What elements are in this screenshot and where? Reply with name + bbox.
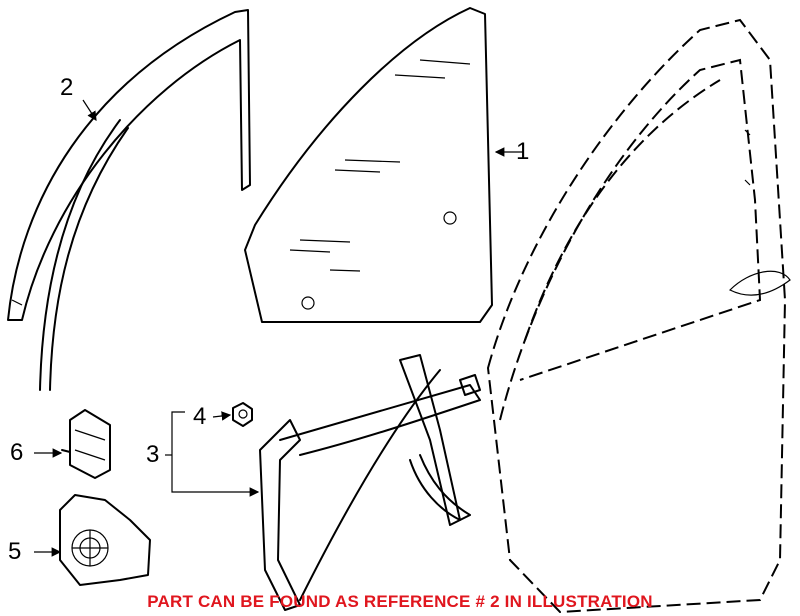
callout-2: 2 xyxy=(60,74,74,101)
callout-5: 5 xyxy=(8,538,22,565)
callout-6: 6 xyxy=(10,439,24,466)
window-motor xyxy=(59,494,151,586)
callout-4: 4 xyxy=(193,403,207,430)
nut xyxy=(232,402,253,427)
callout-3: 3 xyxy=(146,441,160,468)
control-module xyxy=(61,409,111,479)
reference-notice: PART CAN BE FOUND AS REFERENCE # 2 IN IL… xyxy=(147,592,653,611)
door-shell xyxy=(486,18,791,614)
window-channel-strip xyxy=(7,9,251,391)
window-regulator xyxy=(259,354,481,611)
callout-1: 1 xyxy=(516,138,530,165)
callout-leaders xyxy=(34,99,523,557)
door-glass xyxy=(244,7,493,323)
